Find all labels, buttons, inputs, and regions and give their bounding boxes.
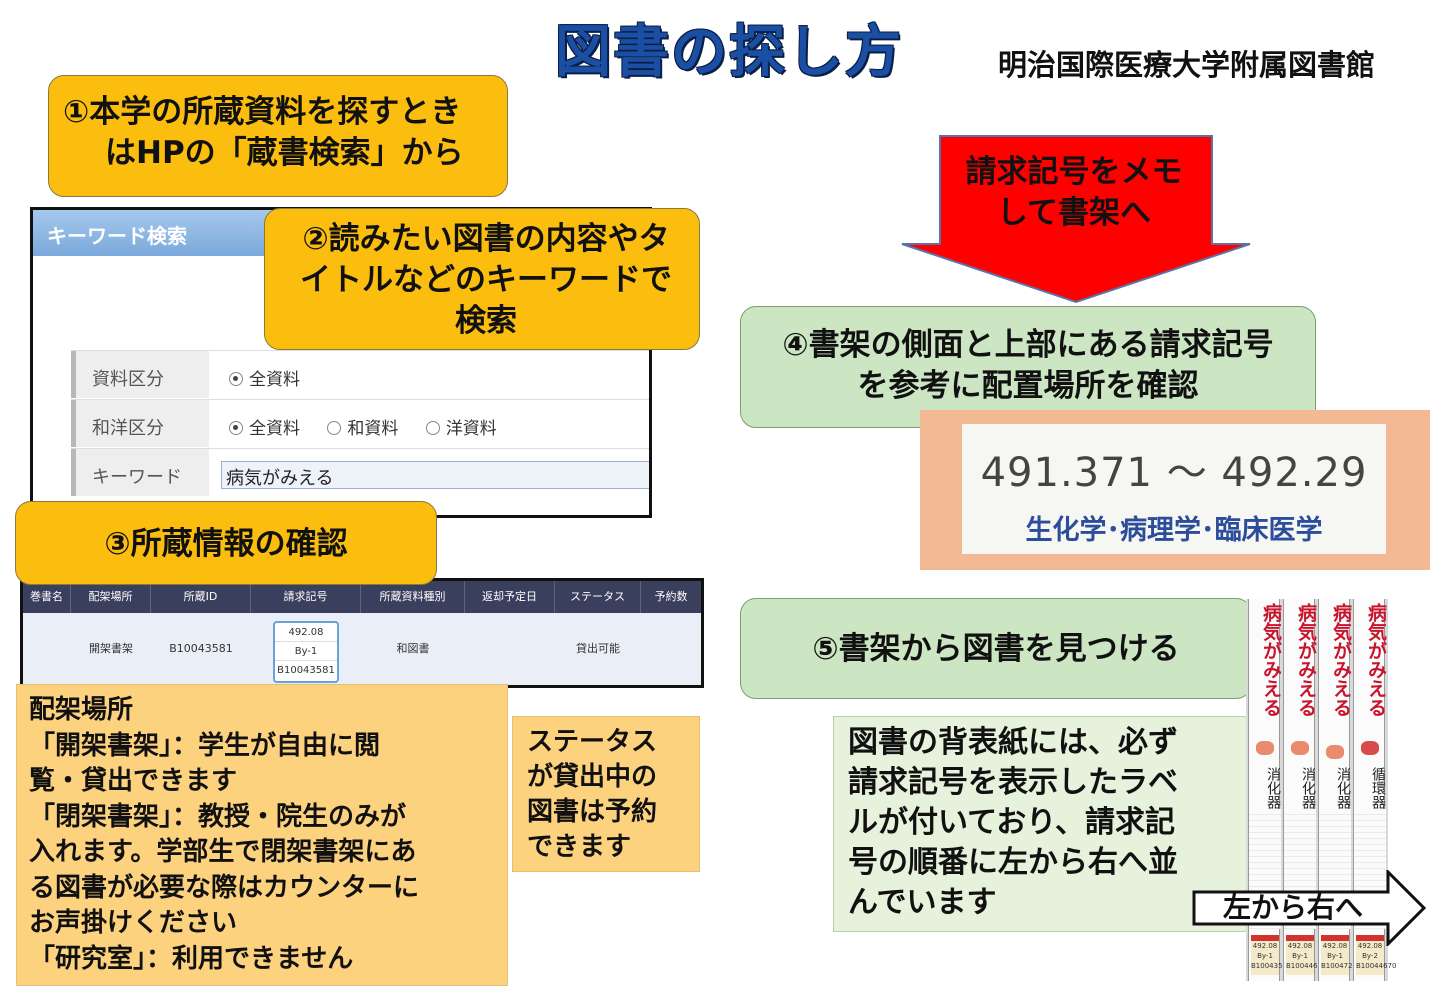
step1-line: はHPの「蔵書検索」から	[105, 135, 464, 171]
holdings-id: B10043581	[169, 642, 233, 655]
info-line: 覧・貸出できます	[29, 766, 238, 796]
spine-title: 病気がみえる	[1260, 603, 1282, 717]
info-line: 入れます。学部生で閉架書架にあ	[29, 837, 417, 867]
note-line: 図書は予約	[527, 797, 658, 827]
spine-title: 病気がみえる	[1295, 603, 1317, 717]
holdings-header: 所蔵ID	[151, 581, 251, 613]
row-label: キーワード	[71, 449, 209, 496]
holdings-table: 巻書名 配架場所 所蔵ID 請求記号 所蔵資料種別 返却予定日 ステータス 予約…	[20, 578, 704, 688]
radio-label: 洋資料	[445, 419, 497, 439]
step1-line: ①本学の所蔵資料を探すとき	[63, 94, 462, 130]
row-label: 資料区分	[71, 351, 209, 398]
holdings-header-row: 巻書名 配架場所 所蔵ID 請求記号 所蔵資料種別 返却予定日 ステータス 予約…	[23, 581, 701, 613]
spine-subject: 消化器	[1335, 767, 1351, 809]
holdings-header: 返却予定日	[465, 581, 555, 613]
call-number-box: 492.08 By-1 B10043581	[273, 621, 339, 683]
spine-note-line: ルが付いており、請求記	[848, 805, 1175, 840]
holdings-header: 配架場所	[71, 581, 151, 613]
keyword-input[interactable]: 病気がみえる	[221, 461, 649, 489]
radio-western[interactable]	[425, 421, 440, 435]
call-number-line: B10043581	[277, 665, 335, 676]
organ-icon	[1256, 741, 1274, 755]
spine-call-label: 492.08 By-1 B10043581	[1251, 935, 1291, 975]
holdings-header: 所蔵資料種別	[361, 581, 465, 613]
info-line: 「開架書架」：学生が自由に閲	[29, 730, 381, 761]
step4-callout: ④書架の側面と上部にある請求記号 を参考に配置場所を確認	[740, 306, 1316, 428]
radio-all-languages[interactable]	[229, 421, 243, 435]
info-line: 「閉架書架」：教授・院生のみが	[29, 801, 407, 832]
holdings-status: 貸出可能	[576, 642, 620, 655]
step5-callout: ⑤書架から図書を見つける	[740, 598, 1252, 699]
call-number-line: 492.08	[275, 623, 337, 642]
note-line: できます	[527, 832, 632, 862]
call-number-line: By-1	[275, 642, 337, 661]
spine-title: 病気がみえる	[1330, 603, 1352, 717]
note-line: ステータス	[527, 727, 658, 757]
organ-icon	[1326, 745, 1344, 759]
step1-callout: ①本学の所蔵資料を探すとき はHPの「蔵書検索」から	[48, 75, 508, 197]
direction-label: 左から右へ	[1222, 891, 1363, 924]
location-info-box: 配架場所 「開架書架」：学生が自由に閲 覧・貸出できます 「閉架書架」：教授・院…	[16, 684, 508, 986]
shelf-label-card	[962, 424, 1386, 554]
holdings-header: ステータス	[555, 581, 641, 613]
info-line: る図書が必要な際はカウンターに	[29, 872, 420, 903]
step2-callout: ②読みたい図書の内容やタ イトルなどのキーワードで 検索	[264, 208, 700, 350]
arrow-note-line: して書架へ	[996, 195, 1152, 231]
step2-line: ②読みたい図書の内容やタ	[302, 221, 670, 257]
spine-note-line: 図書の背表紙には、必ず	[848, 725, 1178, 760]
spine-note-line: 号の順番に左から右へ並	[848, 845, 1178, 880]
radio-label: 全資料	[249, 370, 300, 390]
search-row-keyword: キーワード 病気がみえる	[71, 448, 649, 496]
spine-call-label: 492.08 By-1 B10044670	[1286, 935, 1326, 975]
radio-label: 全資料	[249, 419, 300, 439]
holdings-type: 和図書	[396, 642, 430, 655]
spine-label-note: 図書の背表紙には、必ず 請求記号を表示したラベ ルが付いており、請求記 号の順番…	[833, 716, 1249, 932]
spine-subject: 消化器	[1265, 767, 1281, 809]
row-label: 和洋区分	[71, 400, 209, 447]
info-line: お声掛けください	[29, 908, 238, 938]
holdings-header: 請求記号	[251, 581, 361, 613]
reservation-note: ステータス が貸出中の 図書は予約 できます	[512, 716, 700, 872]
step4-line: を参考に配置場所を確認	[857, 368, 1199, 404]
info-line: 配架場所	[29, 695, 134, 725]
arrow-note: 請求記号をメモ して書架へ	[938, 152, 1210, 234]
right-arrow-icon	[1192, 870, 1427, 946]
row-options: 全資料 和資料 洋資料	[217, 400, 649, 447]
holdings-header: 巻書名	[23, 581, 71, 613]
shelf-call-range: 491.371 〜 492.29	[980, 450, 1368, 496]
organ-icon	[1291, 741, 1309, 755]
radio-japanese[interactable]	[327, 421, 342, 435]
spine-note-line: んでいます	[848, 885, 997, 920]
spine-note-line: 請求記号を表示したラベ	[848, 765, 1178, 800]
step4-line: ④書架の側面と上部にある請求記号	[782, 327, 1274, 363]
page-title: 図書の探し方	[555, 20, 903, 85]
step2-line: イトルなどのキーワードで	[300, 262, 672, 298]
spine-title: 病気がみえる	[1365, 603, 1387, 717]
info-line: 「研究室」：利用できません	[29, 943, 354, 974]
holdings-header: 予約数	[654, 590, 688, 603]
spine-subject: 消化器	[1300, 767, 1316, 809]
heart-icon	[1361, 741, 1379, 755]
step3-callout: ③所蔵情報の確認	[15, 501, 437, 585]
down-arrow-icon	[901, 135, 1251, 304]
spine-call-label: 492.08 By-1 B10047223	[1321, 935, 1361, 975]
arrow-note-line: 請求記号をメモ	[965, 154, 1183, 190]
row-options: 全資料	[217, 351, 649, 398]
step2-line: 検索	[455, 303, 517, 339]
holdings-location: 開架書架	[89, 642, 133, 655]
search-row-language: 和洋区分 全資料 和資料 洋資料	[71, 399, 649, 447]
spine-subject: 循環器	[1370, 767, 1386, 809]
spine-call-label: 492.08 By-2 B10044670	[1356, 935, 1396, 975]
radio-all-materials[interactable]	[229, 372, 243, 386]
search-row-material-type: 資料区分 全資料	[71, 350, 649, 398]
library-name: 明治国際医療大学附属図書館	[998, 48, 1376, 82]
shelf-subject: 生化学･病理学･臨床医学	[1025, 515, 1323, 546]
row-input: 病気がみえる	[217, 449, 649, 496]
note-line: が貸出中の	[527, 762, 658, 792]
radio-label: 和資料	[347, 419, 399, 439]
